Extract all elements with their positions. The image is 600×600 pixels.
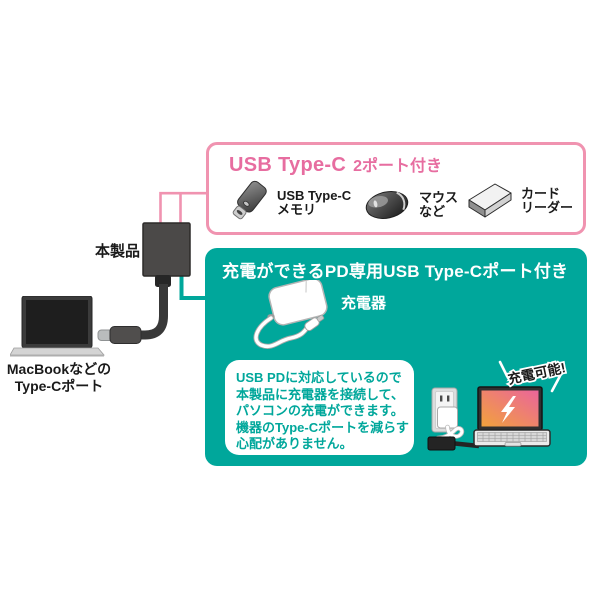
usb-item-mouse-label-line1: マウス xyxy=(419,189,459,205)
charging-scene: 充電可能! xyxy=(427,357,569,451)
ac-plug-icon xyxy=(435,406,465,441)
pd-note-line4: 機器のType-Cポートを減らす xyxy=(236,419,409,435)
charging-laptop-icon xyxy=(473,386,551,447)
teal-connector-line xyxy=(179,274,206,300)
mouse-icon xyxy=(365,191,409,219)
charge-badge: 充電可能! xyxy=(498,357,569,393)
macbook-label-line1: MacBookなどの xyxy=(6,361,112,377)
pd-charge-box: 充電ができるPD専用USB Type-Cポート付き 充電器 USB PDに対応し… xyxy=(205,248,587,466)
usb-item-memory-label: USB Type-C メモリ xyxy=(277,187,352,218)
pd-note-box: USB PDに対応しているので 本製品に充電器を接続して、 パソコンの充電ができ… xyxy=(225,360,414,455)
usbc-plug-body xyxy=(109,326,142,344)
usb-item-card-reader-label: カード リーダー xyxy=(521,185,574,216)
card-reader-icon xyxy=(468,183,512,218)
usb-item-mouse-label-line2: など xyxy=(419,204,446,219)
usb-box-title-main: USB Type-C xyxy=(229,154,347,176)
product-label: 本製品 xyxy=(94,243,140,260)
pd-note-line5: 心配がありません。 xyxy=(236,436,353,452)
pd-note-line3: パソコンの充電ができます。 xyxy=(236,403,404,419)
usb-box-title: USB Type-C 2ポート付き xyxy=(229,152,442,177)
usb-item-memory: USB Type-C メモリ xyxy=(223,178,351,228)
mini-hub-icon xyxy=(427,436,456,451)
usb-item-card-reader: カード リーダー xyxy=(461,178,573,224)
hub-device xyxy=(142,222,191,277)
usb-item-card-reader-label-line1: カード xyxy=(521,185,561,201)
macbook-label: MacBookなどの Type-Cポート xyxy=(4,361,114,395)
lightning-bolt-icon xyxy=(501,396,516,423)
charger-icon xyxy=(253,280,328,349)
usbc-cable xyxy=(140,284,168,340)
usb-item-memory-label-line2: メモリ xyxy=(277,202,317,217)
pd-box-title: 充電ができるPD専用USB Type-Cポート付き xyxy=(222,262,569,281)
usb-item-mouse: マウス など xyxy=(361,185,458,225)
hub-cable-stub xyxy=(155,275,171,287)
usb-item-mouse-label: マウス など xyxy=(419,189,459,220)
charger-label: 充電器 xyxy=(341,295,387,312)
pink-connector-lines xyxy=(159,191,207,226)
macbook-illustration xyxy=(10,296,105,357)
macbook-label-line2: Type-Cポート xyxy=(14,378,104,394)
usb-item-memory-label-line1: USB Type-C xyxy=(277,187,352,203)
usb-box-title-sub: 2ポート付き xyxy=(353,158,442,175)
usb-item-card-reader-label-line2: リーダー xyxy=(521,200,574,215)
pd-note-line1: USB PDに対応しているので xyxy=(236,370,402,385)
pd-note-line2: 本製品に充電器を接続して、 xyxy=(236,386,404,402)
usb-memory-icon xyxy=(232,180,267,220)
